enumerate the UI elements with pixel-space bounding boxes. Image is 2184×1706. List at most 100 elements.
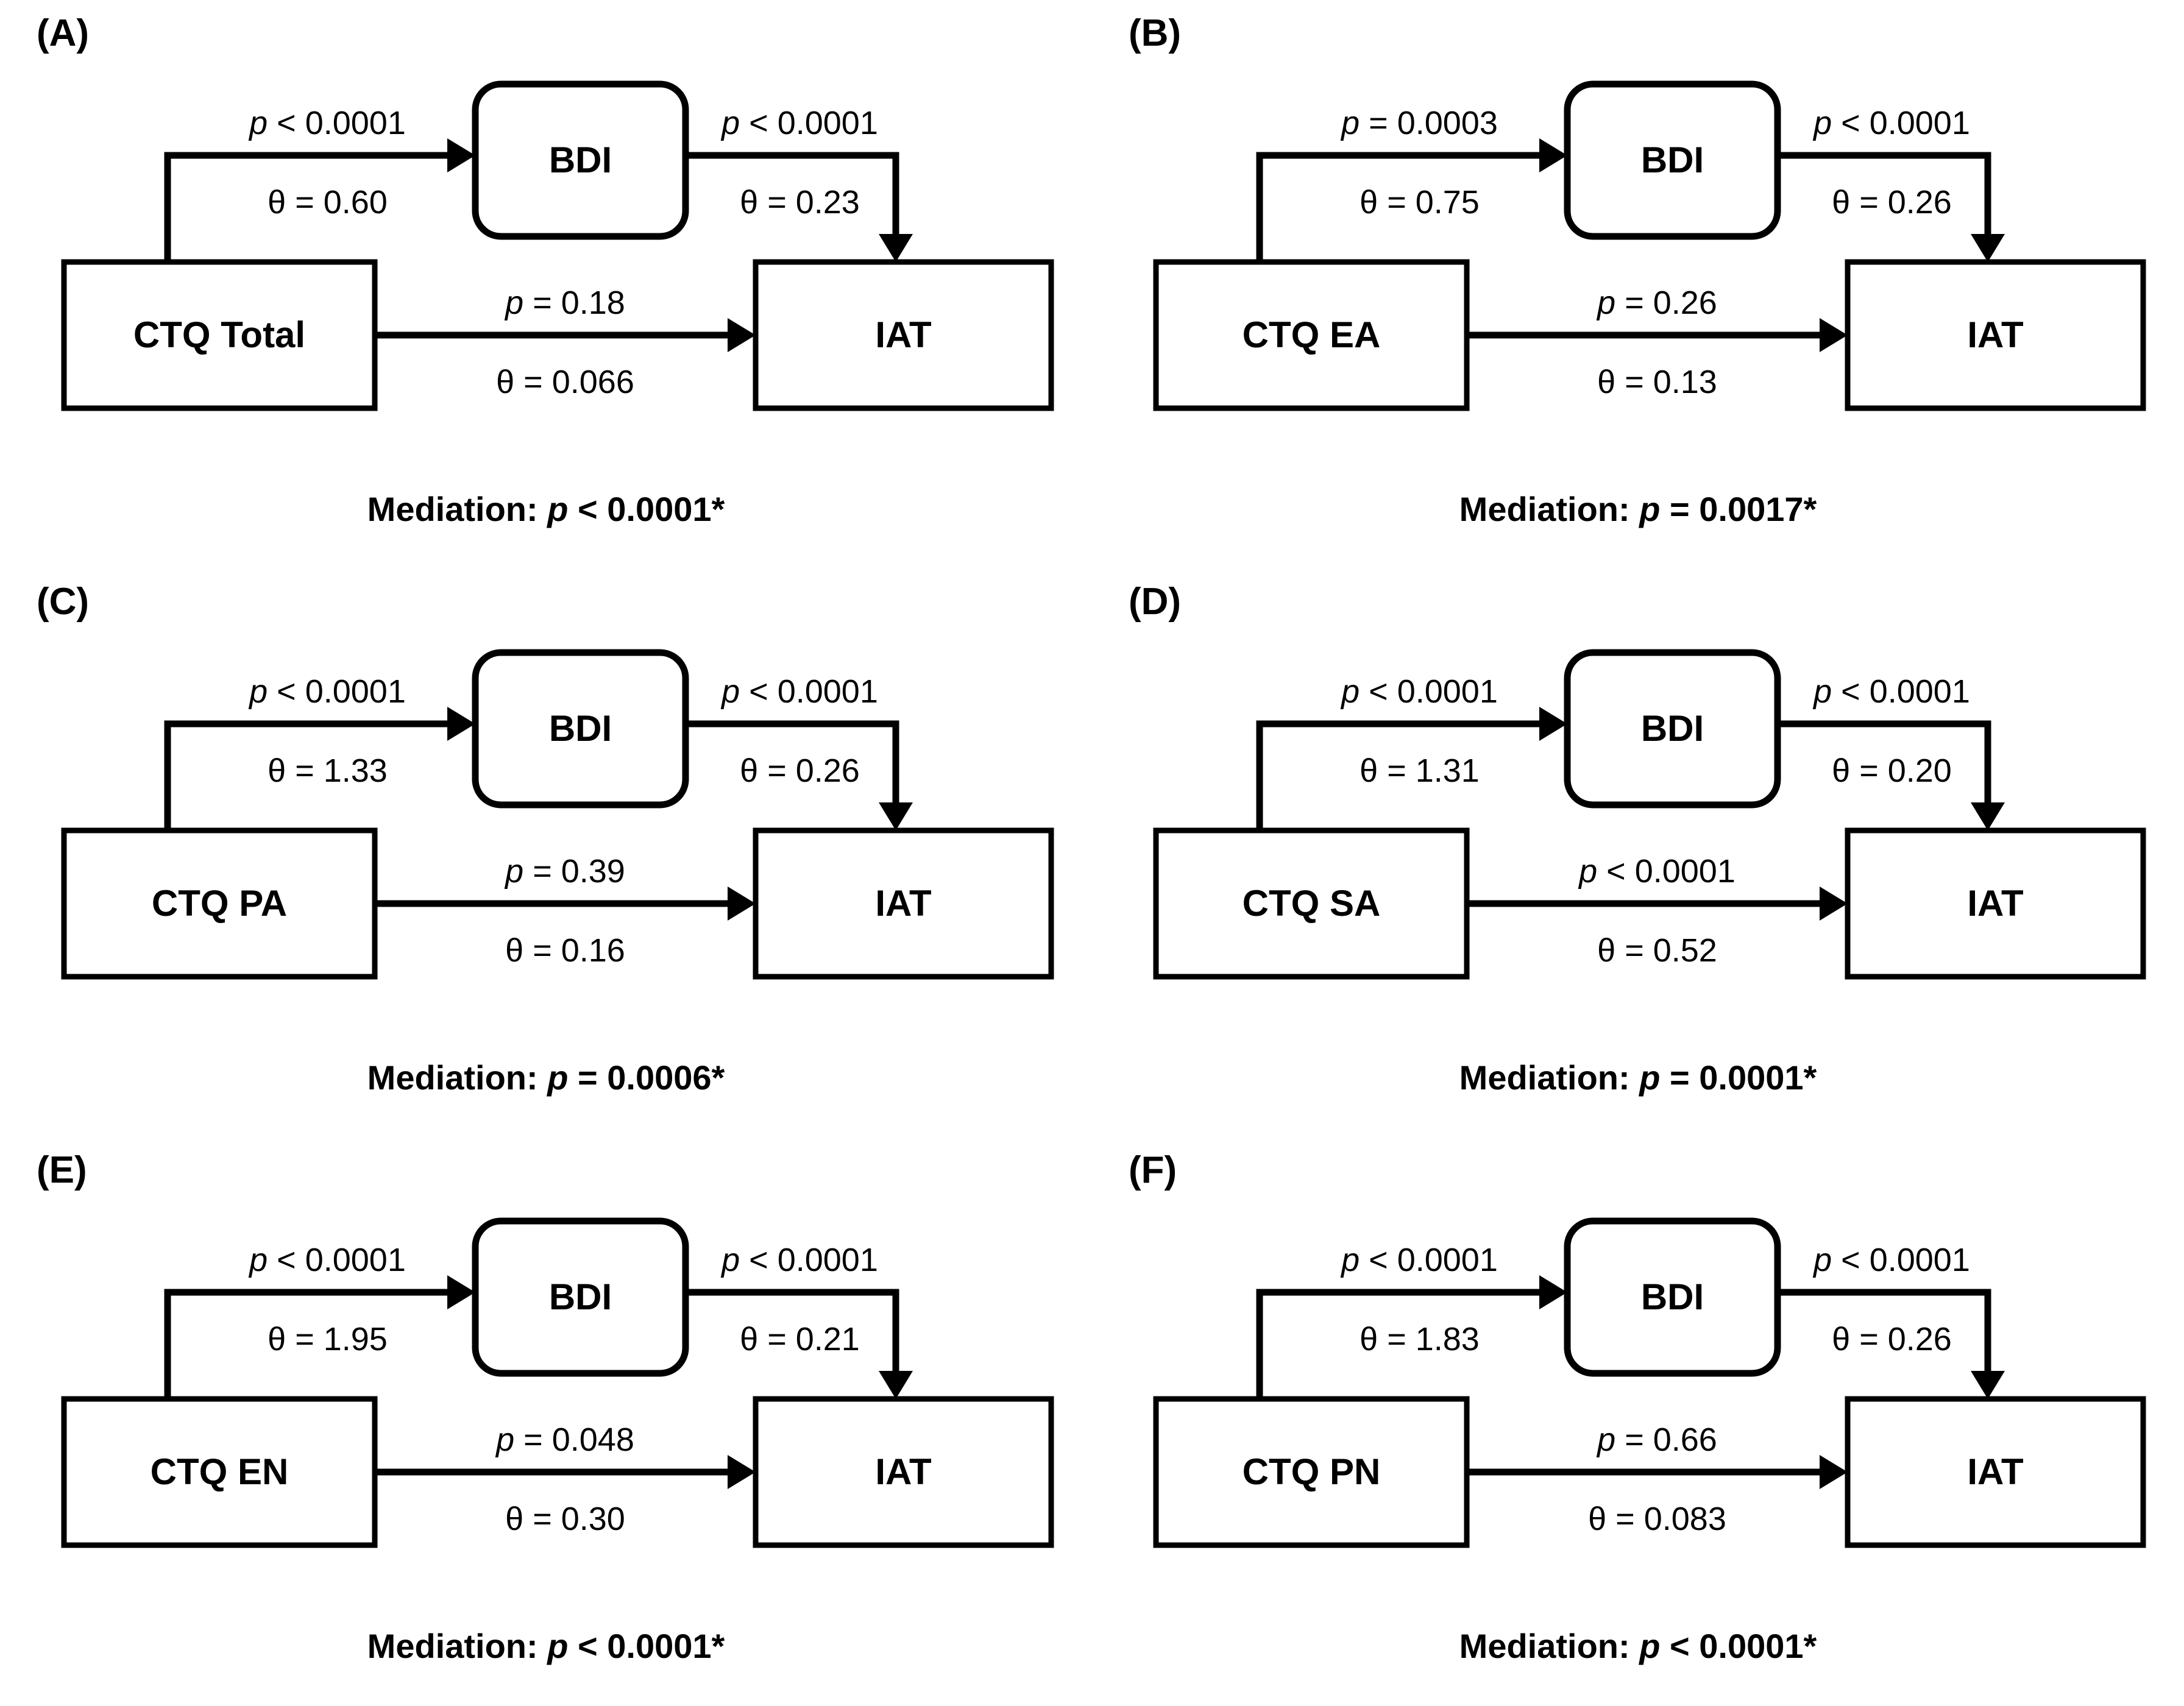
mediation-caption: Mediation: p = 0.0006* xyxy=(367,1058,725,1097)
mediator-label: BDI xyxy=(1641,1276,1704,1317)
arrowhead-direct-icon xyxy=(1820,1455,1848,1489)
mediator-label: BDI xyxy=(1641,708,1704,749)
a-path-theta-value: θ = 0.75 xyxy=(1360,184,1480,221)
mediator-label: BDI xyxy=(549,140,612,180)
b-path-p-value: p < 0.0001 xyxy=(720,105,878,141)
a-path-theta-value: θ = 1.31 xyxy=(1360,752,1480,789)
path-mediator-to-outcome xyxy=(1778,720,1991,802)
mediator-box xyxy=(472,80,689,240)
outcome-label: IAT xyxy=(1967,314,2023,355)
a-path-theta-value: θ = 1.33 xyxy=(268,752,388,789)
a-path-p-value: p < 0.0001 xyxy=(248,105,406,141)
panel-letter: (A) xyxy=(37,12,89,54)
a-path-theta-value: θ = 1.83 xyxy=(1360,1321,1480,1357)
predictor-box xyxy=(61,1396,378,1548)
b-path-theta-value: θ = 0.26 xyxy=(740,752,860,789)
arrowhead-to-mediator-icon xyxy=(1539,138,1567,172)
c-path-theta-value: θ = 0.066 xyxy=(496,364,634,400)
panel-a: (A) p < 0.0001 θ = 0.60 p < 0.0001 θ = 0… xyxy=(0,0,1092,568)
panel-e: (E) p < 0.0001 θ = 1.95 p < 0.0001 θ = 0… xyxy=(0,1137,1092,1705)
outcome-box xyxy=(753,1396,1054,1548)
c-path-theta-value: θ = 0.52 xyxy=(1597,932,1717,969)
b-path-p-value: p < 0.0001 xyxy=(1812,1242,1970,1278)
b-path-theta-value: θ = 0.20 xyxy=(1832,752,1952,789)
arrowhead-to-outcome-icon xyxy=(879,1371,913,1399)
predictor-box xyxy=(61,827,378,980)
predictor-box xyxy=(1153,259,1470,411)
path-mediator-to-outcome xyxy=(686,152,899,234)
path-mediator-to-outcome xyxy=(1778,1289,1991,1371)
predictor-label: CTQ SA xyxy=(1243,883,1381,924)
predictor-box xyxy=(61,259,378,411)
arrowhead-direct-icon xyxy=(728,318,756,352)
mediator-box xyxy=(1564,80,1781,240)
panel-c: (C) p < 0.0001 θ = 1.33 p < 0.0001 θ = 0… xyxy=(0,568,1092,1137)
arrowhead-direct-icon xyxy=(1820,887,1848,921)
path-predictor-to-mediator xyxy=(1256,152,1539,262)
panel-letter: (C) xyxy=(37,581,89,623)
arrowhead-to-outcome-icon xyxy=(879,802,913,830)
c-path-p-value: p = 0.048 xyxy=(495,1421,634,1458)
b-path-p-value: p < 0.0001 xyxy=(1812,105,1970,141)
mediation-caption: Mediation: p = 0.0017* xyxy=(1459,490,1817,528)
b-path-p-value: p < 0.0001 xyxy=(1812,673,1970,710)
b-path-theta-value: θ = 0.23 xyxy=(740,184,860,221)
panel-letter: (E) xyxy=(37,1149,87,1191)
outcome-box xyxy=(1845,827,2146,980)
predictor-label: CTQ EN xyxy=(151,1451,289,1492)
outcome-label: IAT xyxy=(875,1451,931,1492)
arrowhead-to-mediator-icon xyxy=(447,1275,475,1309)
path-predictor-to-mediator xyxy=(1256,720,1539,830)
predictor-box xyxy=(1153,1396,1470,1548)
c-path-p-value: p = 0.39 xyxy=(504,853,625,890)
arrowhead-direct-icon xyxy=(1820,318,1848,352)
a-path-theta-value: θ = 0.60 xyxy=(268,184,388,221)
b-path-theta-value: θ = 0.21 xyxy=(740,1321,860,1357)
b-path-p-value: p < 0.0001 xyxy=(720,1242,878,1278)
arrowhead-to-outcome-icon xyxy=(1971,1371,2005,1399)
arrowhead-direct-icon xyxy=(728,887,756,921)
c-path-p-value: p = 0.18 xyxy=(504,285,625,321)
mediator-box xyxy=(472,1217,689,1377)
predictor-label: CTQ PA xyxy=(152,883,287,924)
panel-f: (F) p < 0.0001 θ = 1.83 p < 0.0001 θ = 0… xyxy=(1092,1137,2184,1705)
a-path-p-value: p = 0.0003 xyxy=(1340,105,1498,141)
arrowhead-to-mediator-icon xyxy=(1539,1275,1567,1309)
a-path-p-value: p < 0.0001 xyxy=(1340,1242,1498,1278)
a-path-theta-value: θ = 1.95 xyxy=(268,1321,388,1357)
mediation-caption: Mediation: p < 0.0001* xyxy=(367,490,725,528)
c-path-p-value: p = 0.26 xyxy=(1596,285,1717,321)
outcome-box xyxy=(1845,259,2146,411)
arrowhead-direct-icon xyxy=(728,1455,756,1489)
arrowhead-to-outcome-icon xyxy=(1971,802,2005,830)
path-predictor-to-mediator xyxy=(164,1289,447,1399)
mediator-label: BDI xyxy=(549,1276,612,1317)
path-predictor-to-mediator xyxy=(164,152,447,262)
mediator-label: BDI xyxy=(549,708,612,749)
a-path-p-value: p < 0.0001 xyxy=(248,673,406,710)
mediation-caption: Mediation: p < 0.0001* xyxy=(367,1627,725,1665)
mediator-box xyxy=(1564,1217,1781,1377)
outcome-box xyxy=(753,827,1054,980)
c-path-p-value: p < 0.0001 xyxy=(1578,853,1736,890)
path-mediator-to-outcome xyxy=(1778,152,1991,234)
mediation-caption: Mediation: p = 0.0001* xyxy=(1459,1058,1817,1097)
a-path-p-value: p < 0.0001 xyxy=(248,1242,406,1278)
outcome-label: IAT xyxy=(1967,883,2023,924)
predictor-label: CTQ Total xyxy=(133,314,305,355)
b-path-p-value: p < 0.0001 xyxy=(720,673,878,710)
path-mediator-to-outcome xyxy=(686,1289,899,1371)
b-path-theta-value: θ = 0.26 xyxy=(1832,184,1952,221)
outcome-label: IAT xyxy=(1967,1451,2023,1492)
outcome-label: IAT xyxy=(875,314,931,355)
outcome-box xyxy=(1845,1396,2146,1548)
arrowhead-to-outcome-icon xyxy=(879,234,913,262)
panel-d: (D) p < 0.0001 θ = 1.31 p < 0.0001 θ = 0… xyxy=(1092,568,2184,1137)
path-predictor-to-mediator xyxy=(1256,1289,1539,1399)
c-path-theta-value: θ = 0.083 xyxy=(1588,1501,1726,1537)
a-path-p-value: p < 0.0001 xyxy=(1340,673,1498,710)
c-path-theta-value: θ = 0.16 xyxy=(505,932,625,969)
mediator-box xyxy=(472,649,689,809)
outcome-label: IAT xyxy=(875,883,931,924)
